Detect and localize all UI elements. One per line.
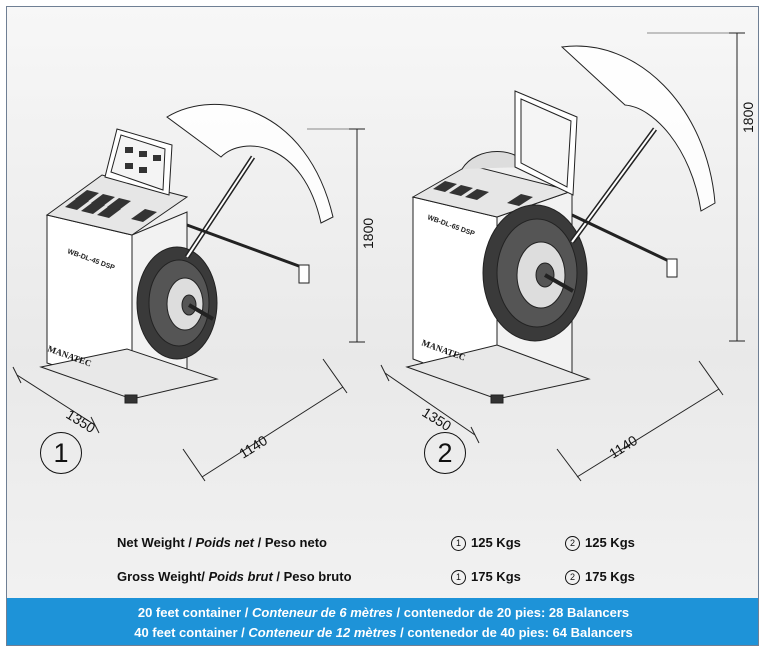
container-40ft-fr: Conteneur de 12 mètres	[248, 625, 397, 640]
container-40ft-es: / contenedor de 40 pies: 64 Balancers	[396, 625, 633, 640]
container-20ft-es: / contenedor de 20 pies: 28 Balancers	[392, 605, 630, 620]
net-weight-1: 1 125 Kgs	[451, 535, 521, 551]
wheel-balancer-1-illustration	[12, 104, 365, 482]
gross-weight-2-value: 175 Kgs	[585, 569, 635, 584]
net-weight-en: Net Weight /	[117, 535, 196, 550]
height-dim-1: 1800	[360, 218, 376, 249]
technical-drawing: WB-DL-45 DSP WB-DL-65 DSP MANATEC MANATE…	[12, 32, 756, 482]
circle-2-icon: 2	[565, 536, 580, 551]
height-dim-2: 1800	[740, 102, 756, 133]
container-20ft-en: 20 feet container /	[137, 605, 252, 620]
container-40ft-line: 40 feet container / Conteneur de 12 mètr…	[7, 625, 758, 640]
net-weight-fr: Poids net	[195, 535, 254, 550]
net-weight-es: / Peso neto	[254, 535, 327, 550]
machine-number-1: 1	[40, 432, 82, 474]
net-weight-2: 2 125 Kgs	[565, 535, 635, 551]
gross-weight-es: / Peso bruto	[272, 569, 352, 584]
gross-weight-fr: Poids brut	[208, 569, 273, 584]
depth-dim-2: 1350	[419, 404, 454, 434]
width-dim-2: 1140	[606, 432, 640, 462]
gross-weight-label: Gross Weight/ Poids brut / Peso bruto	[117, 569, 352, 584]
machine-number-2: 2	[424, 432, 466, 474]
container-20ft-fr: Conteneur de 6 mètres	[252, 605, 393, 620]
depth-dim-1: 1350	[63, 406, 98, 436]
net-weight-1-value: 125 Kgs	[471, 535, 521, 550]
gross-weight-2: 2 175 Kgs	[565, 569, 635, 585]
net-weight-label: Net Weight / Poids net / Peso neto	[117, 535, 327, 550]
gross-weight-1: 1 175 Kgs	[451, 569, 521, 585]
circle-2-icon: 2	[565, 570, 580, 585]
gross-weight-en: Gross Weight/	[117, 569, 209, 584]
circle-1-icon: 1	[451, 570, 466, 585]
container-20ft-line: 20 feet container / Conteneur de 6 mètre…	[7, 605, 758, 620]
gross-weight-1-value: 175 Kgs	[471, 569, 521, 584]
wheel-balancer-2-illustration	[380, 32, 745, 482]
container-capacity-banner: 20 feet container / Conteneur de 6 mètre…	[7, 598, 758, 645]
net-weight-2-value: 125 Kgs	[585, 535, 635, 550]
spec-sheet: WB-DL-45 DSP WB-DL-65 DSP MANATEC MANATE…	[6, 6, 759, 646]
container-40ft-en: 40 feet container /	[134, 625, 249, 640]
circle-1-icon: 1	[451, 536, 466, 551]
